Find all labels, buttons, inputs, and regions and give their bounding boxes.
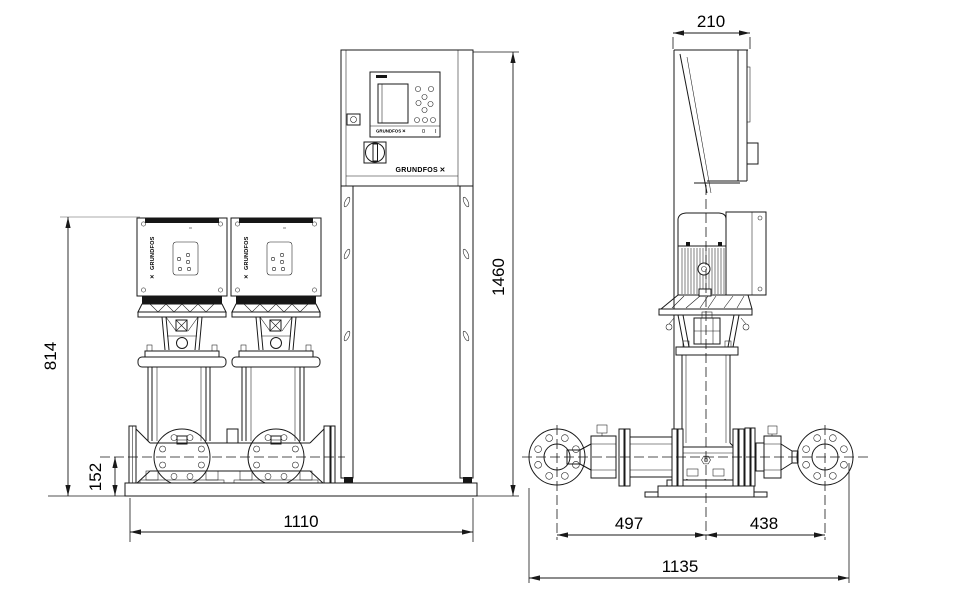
- control-cabinet-front: GRUNDFOS ✕ 0 I GRUNDFOS ✕: [340, 49, 474, 484]
- manifold: [100, 425, 345, 488]
- cabinet-logo-text: GRUNDFOS: [396, 167, 438, 174]
- dim-pipe-center-height-label: 152: [86, 463, 105, 491]
- side-view: 210 497 438 1135: [522, 12, 872, 583]
- cabinet-hinge-strip: [746, 66, 751, 123]
- manifold-port-stub: [226, 428, 239, 444]
- panel-keypad-buttons[interactable]: [414, 86, 436, 123]
- panel-power-on-label: I: [435, 129, 437, 135]
- cabinet-bracket: [746, 142, 759, 165]
- hex-plug: [701, 455, 711, 465]
- discharge-valve: [763, 425, 782, 479]
- dim-total-height-label: 1460: [489, 258, 508, 296]
- cabinet-logo: GRUNDFOS ✕: [396, 167, 446, 174]
- motor-boss: [697, 262, 711, 276]
- drain-plug: [698, 288, 712, 297]
- power-indicator-button[interactable]: [346, 113, 361, 126]
- coupling-lantern-side: [665, 311, 750, 356]
- dim-overall-width-label: 1110: [283, 512, 318, 531]
- dim-center-to-discharge-label: 438: [750, 514, 778, 533]
- control-panel: GRUNDFOS ✕ 0 I: [369, 71, 441, 138]
- pump-head: [676, 446, 738, 481]
- main-switch[interactable]: [363, 141, 387, 164]
- cabinet-leg-right: [459, 185, 474, 479]
- suction-valve: [590, 424, 617, 479]
- cabinet-leg-slots: [343, 196, 470, 342]
- base-frame-front: [124, 482, 478, 497]
- dim-pump-height-label: 814: [41, 342, 60, 370]
- suction-piping: [528, 424, 684, 487]
- manifold-flange-right: [323, 425, 331, 488]
- cabinet-foot-left: [344, 477, 353, 484]
- cabinet-logo-symbol-icon: ✕: [440, 167, 446, 174]
- panel-model-label: [376, 75, 387, 78]
- dim-cabinet-depth-label: 210: [697, 12, 725, 31]
- cabinet-foot-right: [463, 477, 472, 484]
- panel-logo-symbol-icon: ✕: [402, 129, 406, 134]
- dim-overall-depth-label: 1135: [662, 557, 699, 576]
- panel-display: [377, 83, 409, 124]
- side-view-dimensions: 210 497 438 1135: [528, 12, 850, 583]
- centerlines: [522, 185, 872, 540]
- discharge-piping: [732, 425, 854, 487]
- motor-side: [658, 211, 767, 316]
- dim-suction-to-center-label: 497: [615, 514, 643, 533]
- motor-terminal-box-side: [725, 211, 767, 296]
- pump-unit-2: [230, 217, 322, 486]
- control-cabinet-side: [673, 49, 759, 482]
- panel-logo-text: GRUNDFOS: [376, 129, 401, 134]
- front-view: GRUNDFOS ✕ 0 I GRUNDFOS ✕: [41, 49, 519, 542]
- panel-power-off-label: 0: [422, 129, 425, 135]
- front-view-dimensions: 814 152 1110 1460: [41, 51, 519, 542]
- pump-unit-1: [136, 217, 228, 486]
